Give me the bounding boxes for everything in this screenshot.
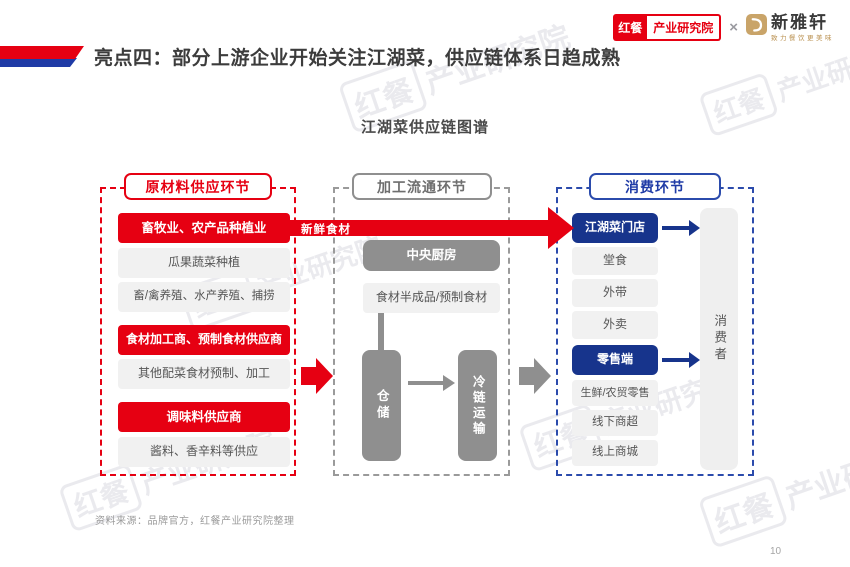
watermark-text: 产业研究院 [781,435,850,516]
node-cold-chain: 冷链运输 [458,350,497,461]
node-dine-in: 堂食 [572,247,658,275]
node-online-mall: 线上商城 [572,440,658,466]
warehouse-to-coldchain-arrow-head [443,375,455,391]
node-food-processor-supplier: 食材加工商、预制食材供应商 [118,325,290,355]
processing-to-consumption-arrow [519,367,534,385]
fresh-ingredient-arrow-head [548,207,574,249]
logo-x-separator: × [729,19,738,36]
restaurant-to-consumer-arrow [662,226,691,230]
watermark-badge: 红餐 [697,474,789,549]
title-accent-red [0,46,84,59]
node-retail-channel: 零售端 [572,345,658,375]
watermark-text: 产业研究院 [773,36,850,107]
processing-column-header: 加工流通环节 [352,173,492,200]
node-jianghu-restaurant: 江湖菜门店 [572,213,658,243]
node-sauce-spice-supply: 酱料、香辛料等供应 [118,437,290,467]
warehouse-to-coldchain-arrow [408,381,443,385]
source-note: 资料来源：品牌官方，红餐产业研究院整理 [95,516,295,527]
consumption-column-header: 消费环节 [589,173,721,200]
diagram-title: 江湖菜供应链图谱 [360,119,489,136]
title-accent-blue [0,58,77,67]
node-seasoning-supplier: 调味料供应商 [118,402,290,432]
node-takeaway: 外带 [572,279,658,307]
node-offline-supermarket: 线下商超 [572,410,658,436]
node-livestock-agriculture: 畜牧业、农产品种植业 [118,213,290,243]
hongcan-logo: 红餐 产业研究院 [613,14,722,41]
hongcan-logo-institute: 产业研究院 [647,14,722,41]
hongcan-logo-badge: 红餐 [613,14,648,41]
retail-to-consumer-arrow [662,358,691,362]
page-number: 10 [770,546,782,557]
node-semi-finished-food: 食材半成品/预制食材 [363,283,500,313]
raw-to-processing-arrow [301,367,316,385]
xinyaxuan-logo-tagline: 致力餐饮更美味 [771,35,834,42]
xinyaxuan-logo-name: 新雅轩 [771,13,828,32]
page-title: 亮点四：部分上游企业开始关注江湖菜，供应链体系日趋成熟 [94,48,621,69]
node-fruit-vegetable-planting: 瓜果蔬菜种植 [118,248,290,278]
processing-to-consumption-arrow-head [534,358,551,394]
node-breeding-fishing: 畜/禽养殖、水产养殖、捕捞 [118,282,290,312]
raw-material-column-header: 原材料供应环节 [124,173,272,200]
retail-to-consumer-arrow-head [689,352,700,368]
warehouse-connector-line [378,313,384,352]
node-delivery: 外卖 [572,311,658,339]
node-central-kitchen: 中央厨房 [363,240,500,271]
header-logos: 红餐 产业研究院 × 新雅轩 致力餐饮更美味 [613,13,834,42]
xinyaxuan-logo-icon [746,14,767,35]
node-warehouse: 仓储 [362,350,401,461]
watermark: 红餐 产业研究院 [337,8,576,134]
xinyaxuan-logo: 新雅轩 致力餐饮更美味 [746,13,834,42]
fresh-ingredient-arrow [290,220,548,236]
node-side-dish-processing: 其他配菜食材预制、加工 [118,359,290,389]
restaurant-to-consumer-arrow-head [689,220,700,236]
fresh-ingredient-arrow-label: 新鲜食材 [301,224,351,236]
raw-to-processing-arrow-head [316,358,333,394]
node-fresh-market-retail: 生鲜/农贸零售 [572,380,658,406]
node-consumer: 消费者 [700,208,738,470]
